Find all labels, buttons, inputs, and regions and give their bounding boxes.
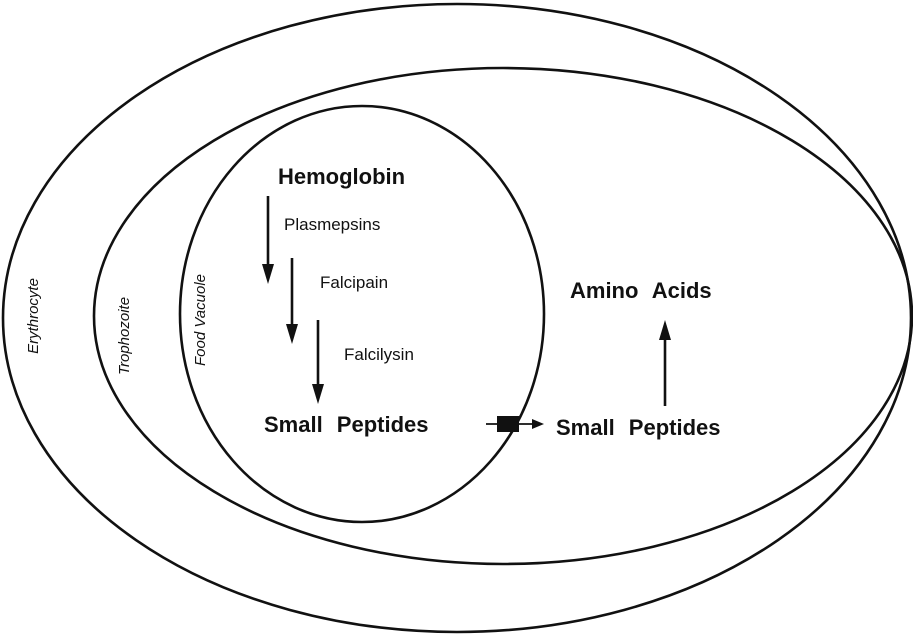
- trophozoite-label: Trophozoite: [116, 297, 133, 375]
- peptide-transporter: [497, 416, 519, 432]
- falcilysin-arrowhead: [312, 384, 324, 404]
- trophozoite-outline: [92, 66, 913, 566]
- erythrocyte-label: Erythrocyte: [25, 278, 42, 354]
- food-vacuole-outline: [178, 104, 546, 524]
- plasmepsins-arrowhead: [262, 264, 274, 284]
- plasmepsins-label: Plasmepsins: [284, 215, 380, 234]
- falcipain-arrowhead: [286, 324, 298, 344]
- amino-acids-label: Amino Acids: [570, 278, 712, 303]
- cytosol-small-peptides-label: Small Peptides: [556, 415, 721, 440]
- food-vacuole-label: Food Vacuole: [192, 274, 209, 366]
- vacuole-small-peptides-label: Small Peptides: [264, 412, 429, 437]
- amino-acid-arrowhead: [659, 320, 671, 340]
- falcilysin-label: Falcilysin: [344, 345, 414, 364]
- falcipain-label: Falcipain: [320, 273, 388, 292]
- hemoglobin-label: Hemoglobin: [278, 164, 405, 189]
- peptide-export-arrowhead: [532, 419, 544, 429]
